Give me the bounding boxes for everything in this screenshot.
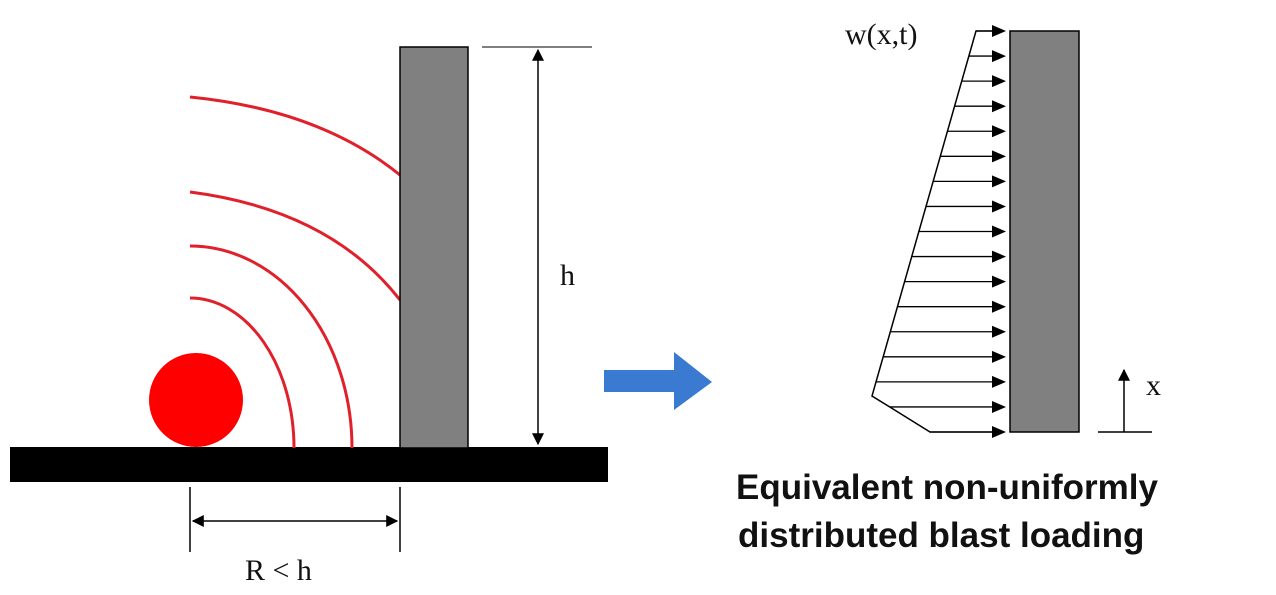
height-label: h [560, 259, 575, 292]
load-arrow-head [992, 175, 1006, 188]
wavefront-4 [189, 95, 401, 177]
wall [399, 46, 469, 449]
loading-caption: Equivalent non-uniformly distributed bla… [690, 464, 1276, 560]
load-arrow-head [992, 426, 1006, 438]
loaded-wall [1009, 30, 1080, 433]
load-arrow-head [992, 275, 1006, 288]
load-arrow-head [992, 350, 1006, 363]
wavefront-3 [189, 190, 402, 301]
load-arrow-head [992, 150, 1006, 163]
right-panel: w(x,t) x [845, 18, 1161, 438]
caption-line-1: Equivalent non-uniformly [736, 468, 1158, 507]
load-arrow-head [992, 325, 1006, 338]
load-arrow-head [992, 50, 1006, 63]
wavefront-1 [189, 296, 296, 449]
load-arrow-head [992, 400, 1006, 413]
axis-label: x [1146, 369, 1161, 402]
load-arrow-head [992, 250, 1006, 263]
load-arrows [876, 25, 1006, 438]
ground-slab [10, 447, 608, 482]
wavefront-2 [189, 244, 354, 449]
load-arrow-head [992, 300, 1006, 313]
load-arrow-head [992, 375, 1006, 388]
load-arrow-head [992, 25, 1006, 37]
load-function-label: w(x,t) [845, 18, 917, 51]
blast-charge [149, 353, 243, 447]
load-arrow-head [992, 125, 1006, 138]
load-arrow-head [992, 200, 1006, 213]
load-arrow-head [992, 225, 1006, 238]
caption-line-2: distributed blast loading [738, 516, 1145, 555]
load-arrow-head [992, 100, 1006, 113]
blast-wavefronts [189, 95, 402, 449]
transition-arrow [604, 352, 712, 410]
load-arrow-head [992, 75, 1006, 88]
left-panel: h R < h [10, 46, 608, 587]
distance-label: R < h [245, 554, 312, 587]
